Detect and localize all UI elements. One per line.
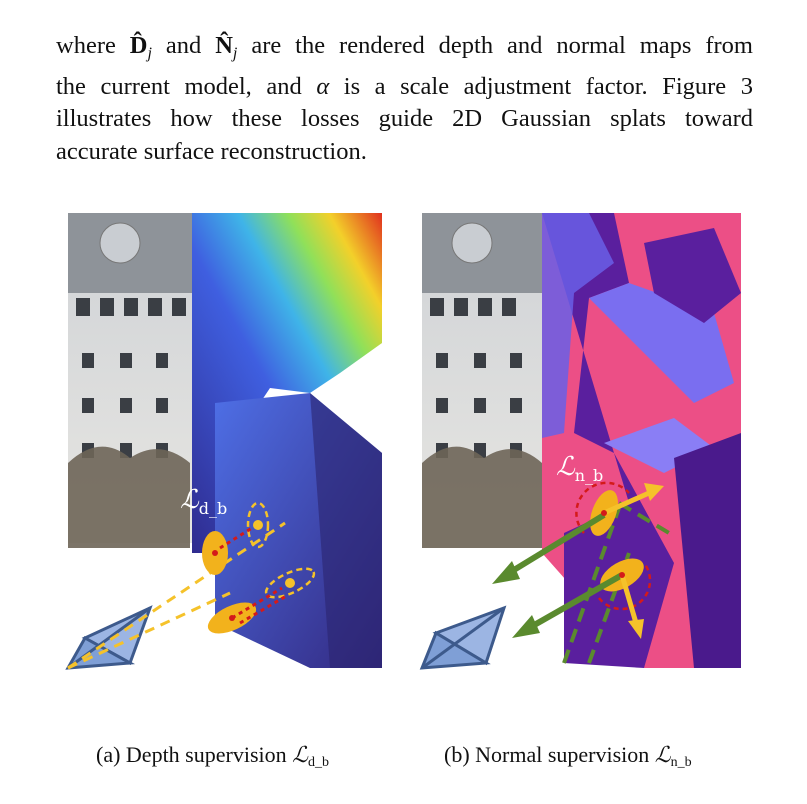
normal-purple-face	[542, 213, 674, 668]
tree-foliage	[68, 446, 190, 548]
camera-rays	[67, 521, 286, 670]
caption-normal-supervision: (b) Normal supervision ℒn_b	[444, 742, 692, 770]
depth-map-surface	[192, 213, 382, 553]
paragraph-line-3: illustrates how these losses guide 2D Ga…	[56, 105, 753, 132]
depth-loss-label: ℒd_b	[180, 485, 227, 518]
dome	[451, 222, 493, 264]
tree-foliage	[422, 446, 542, 548]
green-normal-arrows	[492, 512, 624, 638]
yellow-normal-arrows	[602, 483, 664, 639]
camera-icon	[65, 605, 153, 670]
normal-purple-face	[644, 228, 741, 323]
depth-arrows	[219, 526, 289, 625]
camera-icon	[419, 605, 507, 670]
rotation-arc	[598, 562, 652, 611]
normal-purple-face	[674, 433, 741, 668]
depth-map-symbol: D̂	[129, 32, 148, 59]
paragraph-line-4: accurate surface reconstruction.	[56, 137, 367, 165]
figure-normal-supervision: ℒn_b	[419, 213, 741, 670]
normal-loss-label: ℒn_b	[556, 452, 603, 485]
caption-depth-supervision: (a) Depth supervision ℒd_b	[96, 742, 329, 770]
normal-blue-face	[542, 213, 614, 438]
alpha-symbol: α	[316, 72, 330, 100]
paragraph-line-2: the current model, and α is a scale adju…	[56, 72, 753, 100]
rotation-arc	[575, 481, 630, 534]
gaussian-target-outline	[246, 501, 270, 549]
body-paragraph: where D̂j and N̂j are the rendered depth…	[56, 30, 753, 168]
dome	[99, 222, 141, 264]
paragraph-line-1: where D̂j and N̂j are the rendered depth…	[56, 32, 753, 62]
depth-shadow-face	[310, 393, 382, 668]
normal-map-symbol: N̂	[215, 32, 233, 59]
figure-depth-supervision: ℒd_b	[65, 213, 382, 670]
